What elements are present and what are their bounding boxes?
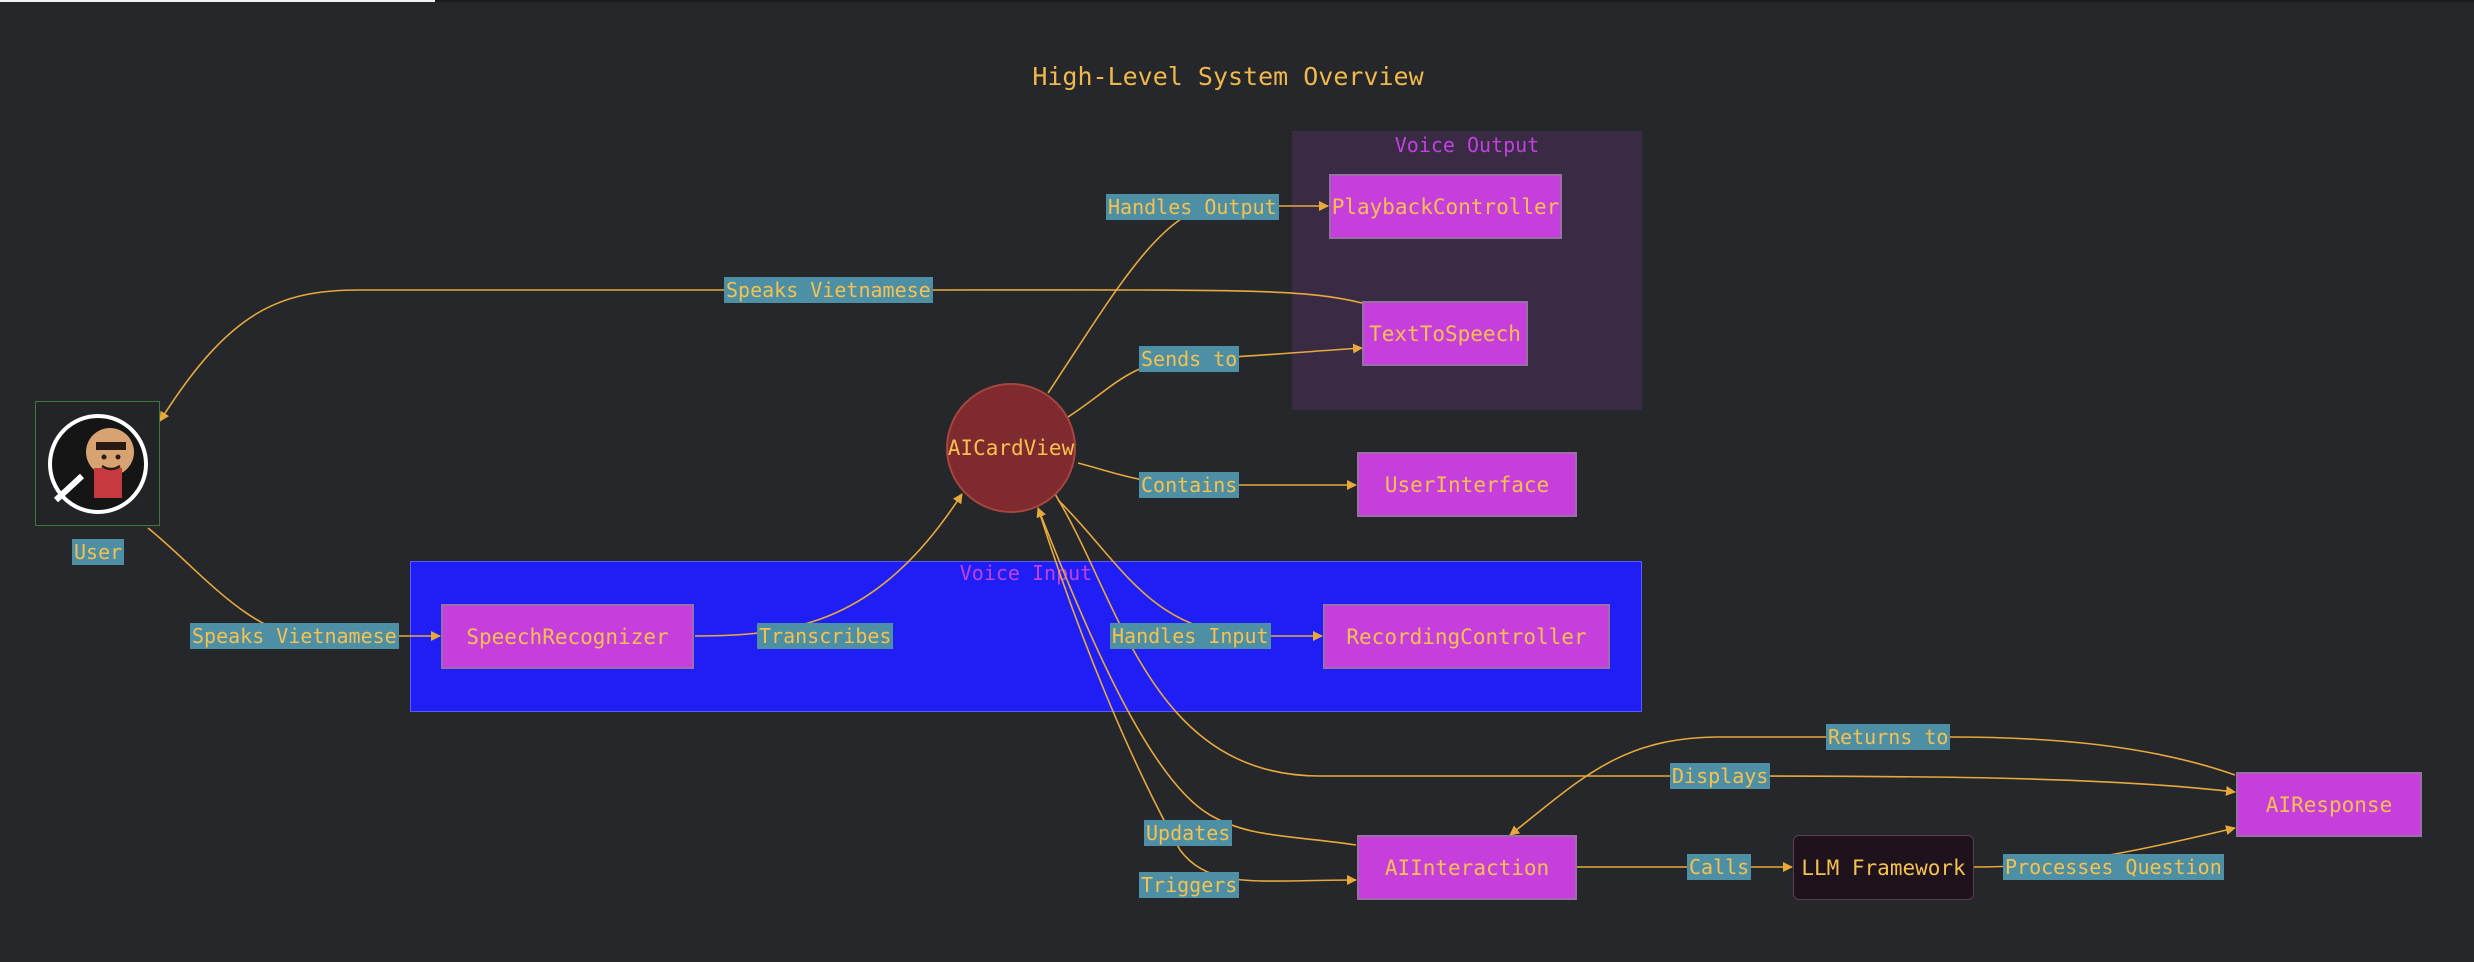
edge-label-transcribes: Transcribes xyxy=(757,623,894,649)
speech-recognizer-node[interactable]: SpeechRecognizer xyxy=(441,604,694,669)
edge-label-displays: Displays xyxy=(1670,763,1771,789)
edge-label-sends-to: Sends to xyxy=(1139,346,1240,372)
edge-speaks-vietnamese-out xyxy=(159,289,1363,422)
edge-label-calls: Calls xyxy=(1687,854,1752,880)
window-top-border xyxy=(0,0,2474,2)
edge-transcribes xyxy=(694,493,963,637)
window-top-highlight xyxy=(0,0,435,2)
edge-label-speaks-vietnamese-out: Speaks Vietnamese xyxy=(724,277,933,303)
user-interface-node[interactable]: UserInterface xyxy=(1357,452,1577,517)
edge-label-handles-input: Handles Input xyxy=(1110,623,1271,649)
edge-label-updates: Updates xyxy=(1144,820,1233,846)
edge-updates xyxy=(1036,507,1357,846)
ai-response-node[interactable]: AIResponse xyxy=(2236,772,2422,837)
diagram-title: High-Level System Overview xyxy=(1032,62,1424,91)
edge-label-handles-output: Handles Output xyxy=(1106,194,1279,220)
user-label: User xyxy=(72,539,125,565)
ai-card-view-node[interactable]: AICardView xyxy=(946,383,1076,513)
recording-controller-node[interactable]: RecordingController xyxy=(1323,604,1610,669)
voice-input-cluster-label: Voice Input xyxy=(959,561,1093,585)
edge-label-contains: Contains xyxy=(1139,472,1240,498)
edge-label-triggers: Triggers xyxy=(1139,872,1240,898)
edge-label-processes-question: Processes Question xyxy=(2003,854,2224,880)
user-avatar-icon xyxy=(48,414,148,514)
text-to-speech-node[interactable]: TextToSpeech xyxy=(1362,301,1528,366)
edge-handles-input xyxy=(1057,499,1323,641)
edge-label-returns-to: Returns to xyxy=(1826,724,1951,750)
llm-framework-node[interactable]: LLM Framework xyxy=(1793,835,1974,900)
edge-returns-to xyxy=(1509,736,2236,836)
edge-user-speaks xyxy=(147,527,441,641)
edge-label-speaks-vietnamese-in: Speaks Vietnamese xyxy=(190,623,399,649)
user-node[interactable] xyxy=(35,401,160,526)
ai-interaction-node[interactable]: AIInteraction xyxy=(1357,835,1577,900)
playback-controller-node[interactable]: PlaybackController xyxy=(1329,174,1562,239)
voice-output-cluster-label: Voice Output xyxy=(1394,133,1540,157)
